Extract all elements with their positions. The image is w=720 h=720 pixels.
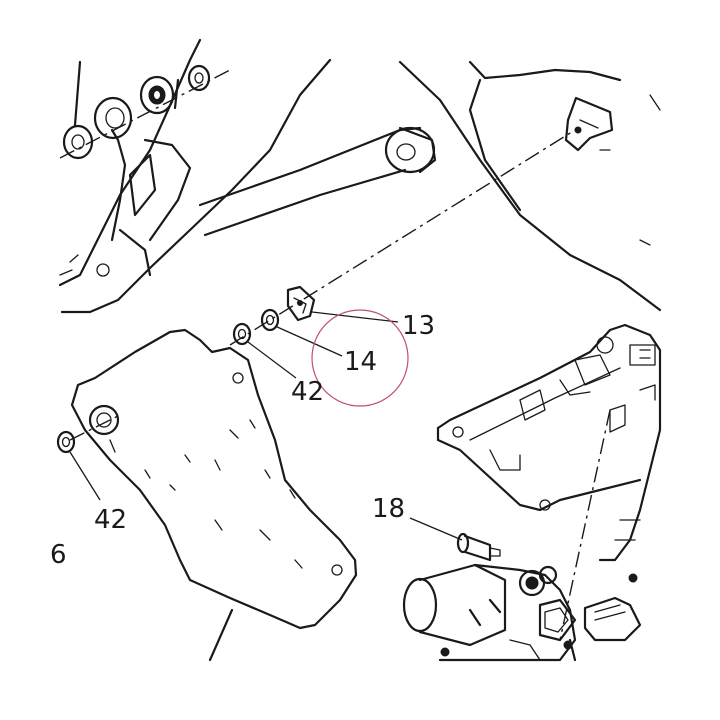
callout-42-upper: 42 — [291, 377, 324, 407]
servo-actuator — [402, 563, 642, 662]
bolt-18 — [456, 532, 501, 562]
assembly-axis-upper — [229, 129, 576, 346]
washer-42-lower — [56, 415, 119, 454]
bushing-stack — [59, 64, 231, 160]
leader-lines — [69, 311, 463, 541]
body-panel — [398, 60, 662, 312]
washer-14 — [260, 308, 280, 332]
washer-42-upper — [232, 322, 252, 346]
callout-18: 18 — [372, 494, 405, 524]
highlight-circle — [311, 309, 409, 407]
swing-arm-bracket — [58, 38, 437, 314]
callout-partial: 6 — [50, 540, 67, 570]
callout-42-lower: 42 — [94, 505, 127, 535]
clip-nut-13 — [286, 285, 316, 322]
callout-14: 14 — [344, 347, 377, 377]
callout-13: 13 — [402, 311, 435, 341]
heat-shield-plate — [70, 328, 358, 662]
frame-bracket — [436, 323, 662, 583]
assembly-axis-lower — [559, 409, 611, 641]
